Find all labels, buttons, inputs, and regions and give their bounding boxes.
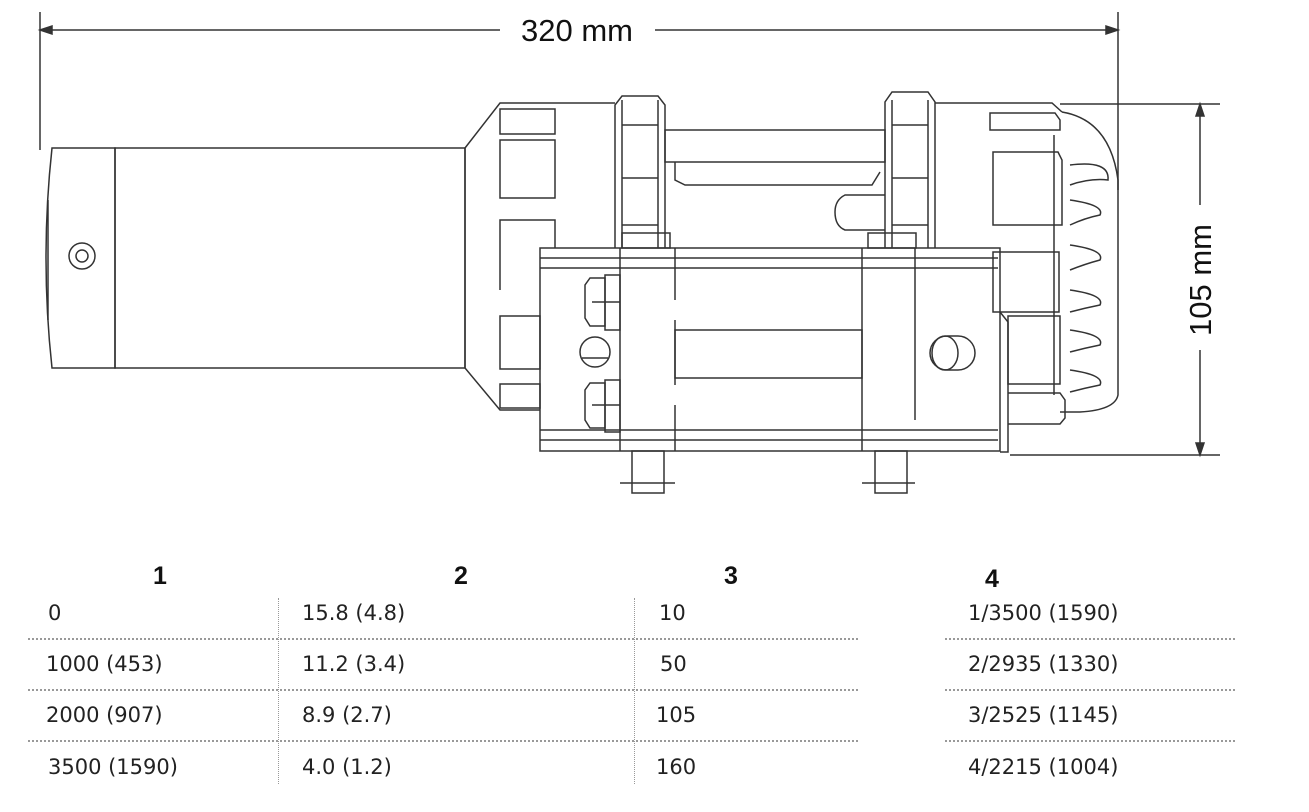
mounting-frame: [539, 247, 1009, 494]
motor: [45, 147, 466, 369]
column-divider: [634, 598, 635, 784]
row-divider: [28, 638, 858, 640]
height-label: 105 mm: [1183, 224, 1218, 336]
table-cell: 2/2935 (1330): [968, 652, 1119, 676]
row-divider: [945, 638, 1235, 640]
column-header-3: 3: [724, 562, 738, 590]
table-cell: 3/2525 (1145): [968, 703, 1119, 727]
width-dimension: 320 mm: [37, 12, 1121, 190]
brake-housing: [935, 102, 1119, 425]
table-cell: 105: [656, 703, 697, 727]
table-cell: 1/3500 (1590): [968, 601, 1119, 625]
table-cell: 8.9 (2.7): [302, 703, 392, 727]
width-label: 320 mm: [521, 13, 633, 48]
row-divider: [28, 740, 858, 742]
table-cell: 4.0 (1.2): [302, 755, 392, 779]
row-divider: [945, 740, 1235, 742]
table-cell: 1000 (453): [46, 652, 163, 676]
column-header-4: 4: [985, 565, 999, 593]
table-cell: 4/2215 (1004): [968, 755, 1119, 779]
table-cell: 160: [656, 755, 697, 779]
winch-drawing: 320 mm 105 mm: [37, 12, 1220, 494]
column-header-2: 2: [454, 562, 468, 590]
table-cell: 0: [48, 601, 62, 625]
column-header-1: 1: [153, 562, 167, 590]
tie-bars: [614, 91, 936, 249]
table-cell: 50: [660, 652, 687, 676]
table-cell: 2000 (907): [46, 703, 163, 727]
height-dimension: 105 mm: [1010, 101, 1220, 458]
column-divider: [278, 598, 279, 784]
table-cell: 3500 (1590): [48, 755, 178, 779]
row-divider: [945, 689, 1235, 691]
table-cell: 10: [659, 601, 686, 625]
row-divider: [28, 689, 858, 691]
table-cell: 11.2 (3.4): [302, 652, 406, 676]
table-cell: 15.8 (4.8): [302, 601, 406, 625]
